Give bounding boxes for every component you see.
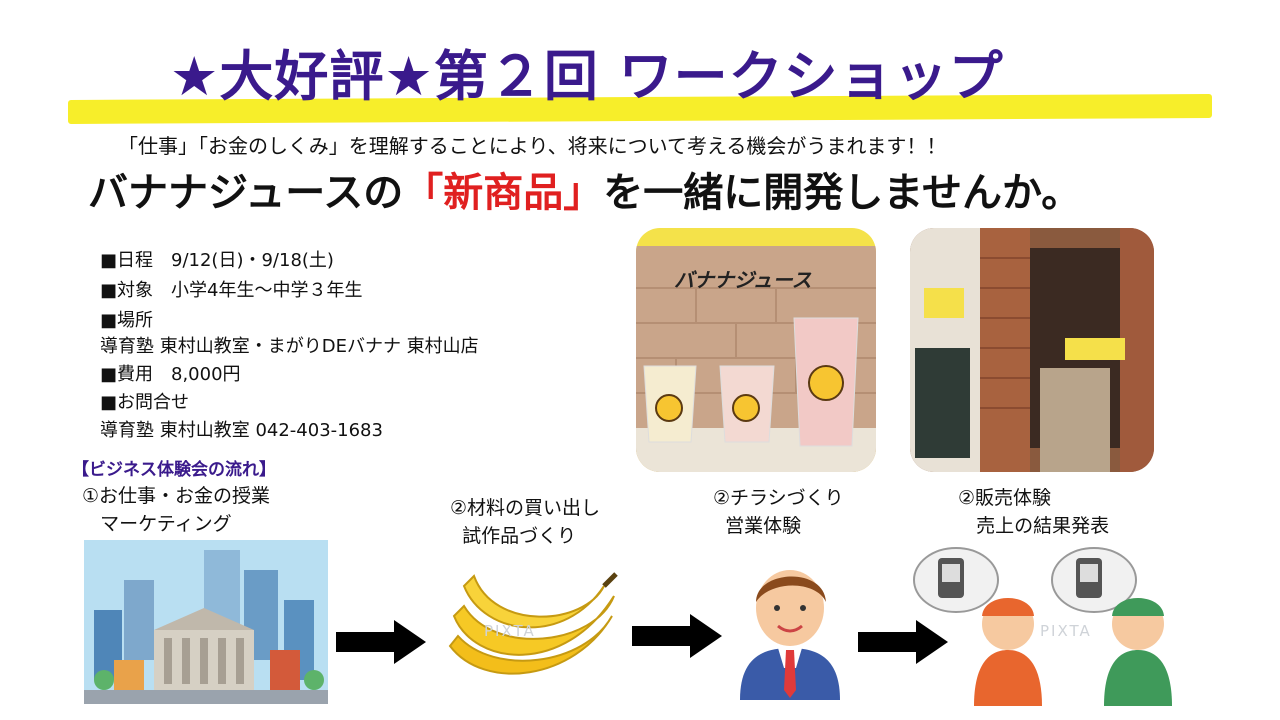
step-4-label: ②販売体験 売上の結果発表 [958, 487, 1110, 537]
headline-highlight: 「新商品」 [403, 170, 604, 216]
info-location-label: ■場所 [100, 310, 154, 331]
arrow-right-icon-1 [336, 620, 426, 664]
banana-juice-photo: バナナジュース [636, 228, 876, 472]
sales-clerks-illustration [908, 546, 1188, 706]
watermark-text-1: PIXTA [484, 622, 536, 640]
intro-text: 「仕事」「お金のしくみ」を理解することにより、将来について考える機会がうまれます… [118, 134, 947, 158]
info-contact-label: ■お問合せ [100, 392, 190, 413]
businessman-illustration [730, 550, 850, 700]
city-buildings-illustration [84, 540, 328, 704]
page-title: ★大好評★第２回 ワークショップ [170, 45, 1004, 108]
watermark-text-2: PIXTA [1040, 622, 1092, 640]
headline-after: を一緒に開発しませんか。 [603, 170, 1082, 216]
arrow-right-icon-2 [632, 614, 722, 658]
headline: バナナジュースの「新商品」を一緒に開発しませんか。 [88, 160, 1081, 218]
flow-title: 【ビジネス体験会の流れ】 [72, 460, 276, 480]
step-1-label: ①お仕事・お金の授業 マーケティング [82, 485, 271, 535]
arrow-right-icon-3 [858, 620, 948, 664]
info-location: 導育塾 東村山教室・まがりDEバナナ 東村山店 [100, 336, 479, 357]
banana-illustration [444, 556, 620, 690]
info-target: ■対象 小学4年生～中学３年生 [100, 280, 363, 301]
headline-before: バナナジュースの [88, 170, 404, 216]
info-fee: ■費用 8,000円 [100, 364, 241, 385]
info-schedule: ■日程 9/12(日)・9/18(土) [100, 250, 334, 271]
photo-label: バナナジュース [674, 268, 812, 292]
step-3-label: ②チラシづくり 営業体験 [713, 487, 844, 537]
info-contact: 導育塾 東村山教室 042-403-1683 [100, 420, 383, 441]
step-2-label: ②材料の買い出し 試作品づくり [450, 497, 601, 547]
shop-front-photo [910, 228, 1154, 472]
